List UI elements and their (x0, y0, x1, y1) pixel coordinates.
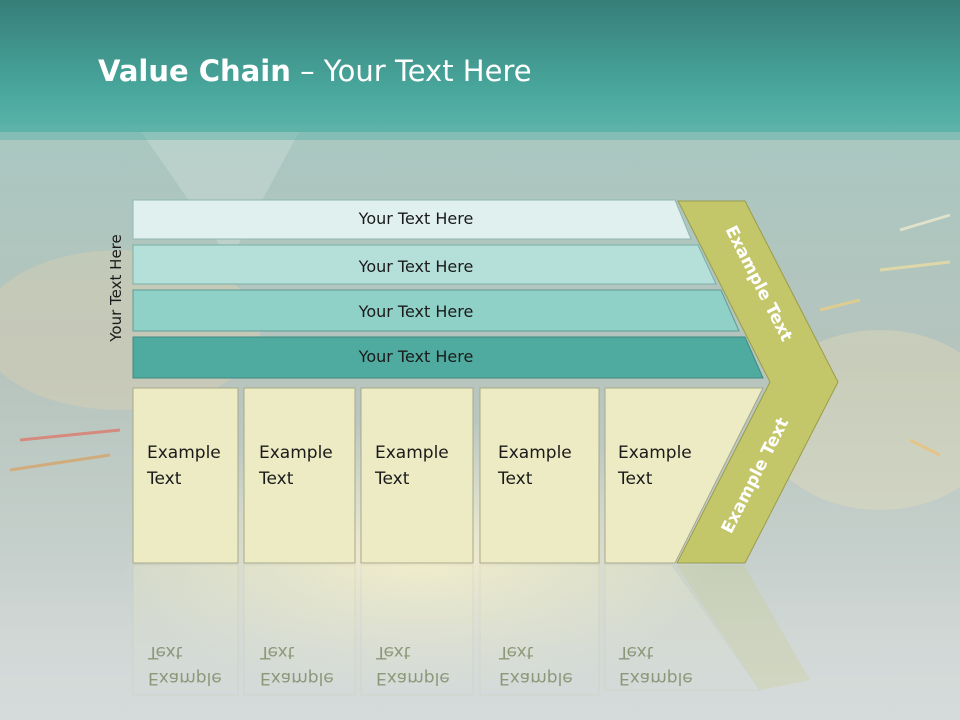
header-bar (0, 0, 960, 132)
column-text: Text (374, 469, 410, 489)
band-label: Your Text Here (358, 347, 474, 366)
reflection: Example Text Example Text Example Text E… (132, 564, 810, 696)
column-4[interactable]: Example Text (479, 387, 600, 564)
reflection-text: Example (260, 668, 334, 688)
title-rest: – Your Text Here (290, 54, 532, 88)
reflection-text: Example (148, 668, 222, 688)
reflection-text: Example (499, 668, 573, 688)
column-text: Text (497, 469, 533, 489)
reflection-text: Text (618, 642, 654, 662)
band-1[interactable]: Your Text Here (132, 199, 692, 240)
column-text: Example (147, 443, 221, 463)
column-text: Example (618, 443, 692, 463)
column-text: Example (498, 443, 572, 463)
band-3[interactable]: Your Text Here (132, 289, 740, 332)
band-2[interactable]: Your Text Here (132, 244, 717, 285)
reflection-text: Text (375, 642, 411, 662)
reflection-text: Text (147, 642, 183, 662)
band-4[interactable]: Your Text Here (132, 336, 764, 379)
title-bold: Value Chain (98, 54, 291, 88)
column-3[interactable]: Example Text (360, 387, 474, 564)
reflection-text: Text (498, 642, 534, 662)
band-label: Your Text Here (358, 302, 474, 321)
band-label: Your Text Here (358, 257, 474, 276)
column-1[interactable]: Example Text (132, 387, 239, 564)
column-text: Example (259, 443, 333, 463)
band-label: Your Text Here (358, 209, 474, 228)
reflection-text: Text (259, 642, 295, 662)
column-text: Text (617, 469, 653, 489)
reflection-text: Example (619, 668, 693, 688)
column-5[interactable]: Example Text (604, 387, 764, 564)
reflection-text: Example (376, 668, 450, 688)
column-2[interactable]: Example Text (243, 387, 356, 564)
column-text: Text (258, 469, 294, 489)
vertical-label: Your Text Here (107, 234, 125, 342)
column-text: Text (146, 469, 182, 489)
page-title: Value Chain – Your Text Here (98, 54, 532, 88)
column-text: Example (375, 443, 449, 463)
